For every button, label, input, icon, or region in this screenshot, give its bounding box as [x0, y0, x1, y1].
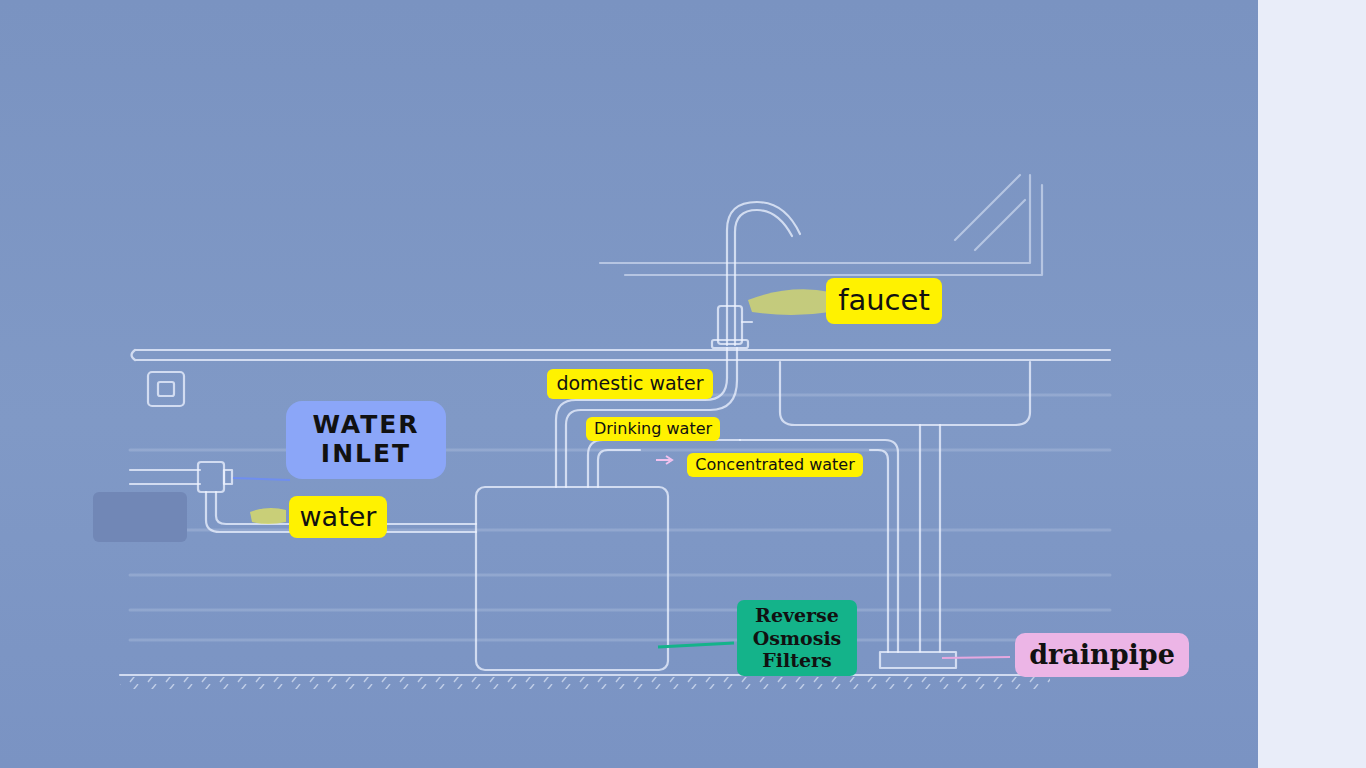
label-text: drainpipe — [1029, 639, 1175, 670]
water-label: water — [289, 496, 388, 537]
background-panel — [0, 0, 1258, 768]
label-text: Reverse Osmosis Filters — [745, 604, 849, 672]
countertop — [132, 350, 1111, 360]
floor-hatch — [120, 677, 1050, 689]
pipe-label: domestic water — [547, 369, 712, 399]
label-text: WATER INLET — [300, 411, 432, 469]
wall-stripes — [130, 395, 1110, 640]
label-text: domestic water — [556, 373, 703, 395]
filter-label: Reverse Osmosis Filters — [737, 600, 857, 676]
drain-pipe — [880, 425, 956, 668]
line-art — [120, 175, 1110, 675]
label-text: water — [300, 501, 377, 532]
drain-label: drainpipe — [1015, 633, 1189, 676]
flow-arrow — [656, 456, 672, 464]
label-text: faucet — [838, 284, 930, 317]
wall-socket — [148, 372, 184, 406]
label-text: Concentrated water — [695, 456, 854, 474]
faucet-label: faucet — [826, 278, 942, 323]
drain-leader — [942, 657, 1010, 658]
window-frame — [600, 175, 1042, 275]
pipe-label: Drinking water — [586, 417, 720, 441]
label-text: Drinking water — [594, 420, 712, 438]
floor-line — [120, 674, 1050, 676]
ro-leader — [658, 643, 734, 647]
faucet-highlight — [748, 289, 830, 315]
pipe-label: Concentrated water — [687, 453, 862, 477]
faucet-drawing — [712, 202, 800, 348]
ro-filter-housing — [476, 487, 668, 670]
sink-bowl — [780, 362, 1030, 425]
inlet-label: WATER INLET — [286, 401, 446, 479]
inlet-patch — [93, 492, 187, 542]
water-highlight — [250, 508, 286, 524]
inlet-leader — [233, 478, 290, 480]
side-strip — [1258, 0, 1366, 768]
